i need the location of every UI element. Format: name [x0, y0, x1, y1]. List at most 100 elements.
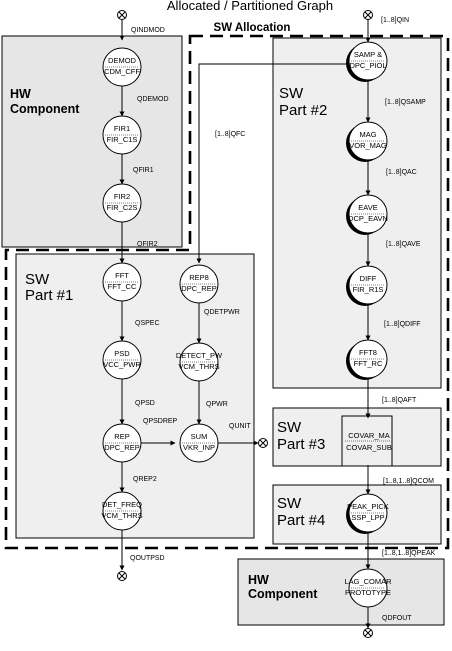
node-sum-impl: VKR_INP: [183, 443, 215, 452]
node-fft-name: FFT: [115, 271, 129, 280]
node-peak-pick: PEAK_PICK SSP_LPP: [346, 493, 389, 534]
edge-label-qdemod: QDEMOD: [137, 96, 169, 103]
sw-part1-box: [15, 253, 255, 539]
node-fft8-name: FFT8: [359, 348, 377, 357]
edge-label-qaft: [1..8]QAFT: [382, 397, 417, 404]
node-fir2-name: FIR2: [114, 192, 130, 201]
node-demod: DEMOD CDM_CFF: [102, 47, 142, 87]
node-fir1-name: FIR1: [114, 124, 130, 133]
edge-label-qcom: [1..8,1..8]QCOM: [383, 478, 434, 485]
node-fir2-impl: FIR_C2S: [107, 203, 138, 212]
edge-label-qrep2: QREP2: [133, 476, 157, 483]
node-psd-impl: VCC_PWR: [103, 360, 141, 369]
node-lag-comar-name: LAG_COMAR: [344, 577, 392, 586]
hw-component-top-box: [1, 35, 183, 248]
hw-top-label-line1: HW: [10, 87, 31, 101]
node-diff-impl: FIR_R1S: [353, 285, 384, 294]
terminal-input-qindmod: [117, 10, 127, 20]
hw-bottom-label-line2: Component: [248, 587, 318, 601]
sw3-label-line2: Part #3: [277, 436, 325, 453]
edge-label-qsamp: [1..8]QSAMP: [385, 99, 426, 106]
node-lag-comar: LAG_COMAR PROTOTYPE: [344, 568, 392, 608]
node-demod-impl: CDM_CFF: [104, 67, 140, 76]
sw1-label-line1: SW: [25, 271, 50, 288]
node-rep: REP DPC_REP: [102, 423, 142, 463]
node-detect-pw-name: DETECT_PW: [176, 351, 223, 360]
terminal-output-qunit: [258, 438, 268, 448]
edge-label-qspec: QSPEC: [135, 320, 160, 327]
edge-label-qfir2: QFIR2: [137, 241, 158, 248]
node-mag: MAG VOR_MAG: [346, 121, 388, 162]
node-psd-name: PSD: [114, 349, 130, 358]
node-detect-pw: DETECT_PW VCM_THRS: [176, 342, 223, 382]
edge-label-qin: [1..8]QIN: [381, 17, 409, 24]
node-rep-impl: DPC_REP: [104, 443, 139, 452]
edge-label-qpsdrep: QPSDREP: [143, 418, 178, 425]
node-covar-impl: COVAR_SUB: [346, 443, 392, 452]
node-fft: FFT FFT_CC: [102, 262, 142, 302]
node-det-freq-impl: VCM_THRS: [101, 511, 142, 520]
node-eave-name: EAVE: [358, 203, 377, 212]
hw-top-label-line2: Component: [10, 102, 80, 116]
sw-allocation-label: SW Allocation: [214, 22, 291, 34]
sw4-label-line2: Part #4: [277, 512, 325, 529]
hw-component-bottom-box: [237, 558, 445, 626]
node-peak-pick-impl: SSP_LPP: [351, 513, 384, 522]
sw-allocation-boundary: [4, 34, 450, 550]
sw4-label-line1: SW: [277, 495, 302, 512]
node-rep-name: REP: [114, 432, 129, 441]
node-samp-name: SAMP &: [354, 50, 382, 59]
edge-label-qindmod: QINDMOD: [131, 27, 165, 34]
node-fft-impl: FFT_CC: [108, 282, 137, 291]
terminal-output-qoutpsd: [117, 571, 127, 581]
node-rep8-name: REP8: [189, 273, 209, 282]
edge-label-qpsd: QPSD: [135, 400, 155, 407]
sw3-label-line1: SW: [277, 419, 302, 436]
sw2-label-line2: Part #2: [279, 102, 327, 119]
node-rep8-impl: DPC_REP: [181, 284, 216, 293]
node-fir1-impl: FIR_C1S: [107, 135, 138, 144]
node-rep8: REP8 DPC_REP: [179, 264, 219, 304]
hw-bottom-label-line1: HW: [248, 573, 269, 587]
node-sum-name: SUM: [191, 432, 208, 441]
edge-label-qdfout: QDFOUT: [382, 615, 412, 622]
edge-label-qdetpwr: QDETPWR: [204, 309, 240, 316]
node-psd: PSD VCC_PWR: [102, 340, 142, 380]
node-eave: EAVE DCP_EAVN: [346, 194, 388, 235]
node-diff-name: DIFF: [360, 274, 377, 283]
node-mag-impl: VOR_MAG: [349, 141, 387, 150]
node-det-freq-name: DET_FREQ: [102, 500, 142, 509]
node-demod-name: DEMOD: [108, 56, 137, 65]
edge-label-qfc: [1..8]QFC: [215, 131, 245, 138]
edge-qfc: [196, 63, 350, 264]
edge-label-qoutpsd: QOUTPSD: [130, 555, 165, 562]
node-fir2: FIR2 FIR_C2S: [102, 183, 142, 223]
edge-label-qpwr: QPWR: [206, 401, 228, 408]
terminal-input-qin: [363, 10, 373, 20]
node-covar-name: COVAR_MA: [348, 431, 390, 440]
edge-label-qunit: QUNIT: [229, 423, 252, 430]
diagram-title: Allocated / Partitioned Graph: [167, 0, 333, 13]
node-fir1: FIR1 FIR_C1S: [102, 115, 142, 155]
edge-label-qfir1: QFIR1: [133, 167, 154, 174]
node-samp-impl: DPC_PIOL: [349, 61, 386, 70]
node-lag-comar-impl: PROTOTYPE: [345, 588, 391, 597]
edge-label-qpeak: [1..8,1..8]QPEAK: [382, 550, 436, 557]
node-eave-impl: DCP_EAVN: [348, 214, 388, 223]
node-peak-pick-name: PEAK_PICK: [347, 502, 389, 511]
sw2-label-line1: SW: [279, 85, 304, 102]
terminal-output-qdfout: [363, 628, 373, 638]
edge-label-qac: [1..8]QAC: [386, 169, 417, 176]
node-sum: SUM VKR_INP: [179, 423, 219, 463]
edge-label-qdiff: [1..8]QDIFF: [384, 321, 421, 328]
node-mag-name: MAG: [359, 130, 376, 139]
node-detect-pw-impl: VCM_THRS: [178, 362, 219, 371]
sw1-label-line2: Part #1: [25, 287, 73, 304]
edge-label-qave: [1..8]QAVE: [386, 241, 421, 248]
node-samp: SAMP & DPC_PIOL: [346, 41, 388, 82]
node-det-freq: DET_FREQ VCM_THRS: [101, 491, 143, 531]
node-diff: DIFF FIR_R1S: [346, 265, 388, 306]
node-fft8: FFT8 FFT_RC: [346, 339, 388, 380]
node-fft8-impl: FFT_RC: [354, 359, 383, 368]
